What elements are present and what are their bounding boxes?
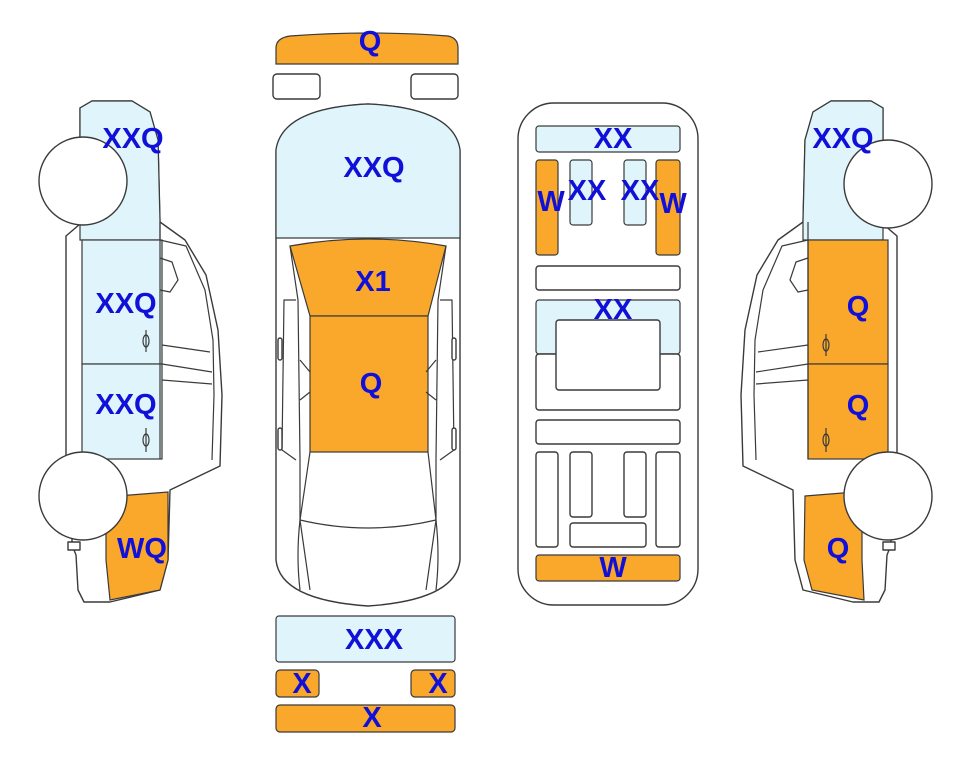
underbody-left-inner-rail-panel[interactable] <box>569 159 593 226</box>
underbody-right-front-rail-label: W <box>659 188 687 220</box>
top-rear-bumper-cover-panel[interactable] <box>275 615 456 663</box>
underbody-right-inner-rail-label: XX <box>621 175 660 207</box>
top-roof-label: Q <box>360 368 383 400</box>
right-rear-wheel <box>843 451 933 541</box>
top-right-side-window <box>425 245 455 591</box>
top-right-rear-handle <box>451 427 457 451</box>
left-side-view: XXQ XXQ XXQ WQ <box>38 100 223 603</box>
right-front-door-panel[interactable] <box>807 239 889 365</box>
underbody-rear-panel-label: W <box>599 552 627 584</box>
right-door-frame <box>753 222 809 461</box>
right-side-view: XXQ Q Q Q <box>740 100 933 603</box>
left-rear-door-label: XXQ <box>95 389 156 421</box>
top-left-side-window <box>281 245 311 591</box>
left-front-door-handle-icon <box>142 330 150 352</box>
underbody-spare-well <box>569 522 647 548</box>
left-front-door-label: XXQ <box>95 288 156 320</box>
top-hood-panel[interactable] <box>275 103 461 239</box>
left-door-frame <box>159 222 215 461</box>
underbody-view: XX W XX XX W XX W <box>517 102 699 606</box>
right-rear-door-handle-icon <box>822 428 830 452</box>
underbody-right-inner-rail-panel[interactable] <box>623 159 647 226</box>
top-view: Q XXQ X1 Q XXX X X X <box>272 26 461 734</box>
right-rear-lamp <box>882 541 896 551</box>
top-rear-left-lamp-label: X <box>292 668 312 700</box>
top-trunk <box>297 519 439 591</box>
left-rear-wheel <box>38 451 128 541</box>
right-mirror <box>789 257 809 293</box>
right-front-door-label: Q <box>847 291 870 323</box>
right-rear-quarter-label: Q <box>827 533 850 565</box>
top-left-headlamp <box>272 73 321 100</box>
right-rear-door-label: Q <box>847 390 870 422</box>
top-left-rear-handle <box>277 427 283 451</box>
top-rear-bumper-label: X <box>362 702 382 734</box>
top-right-headlamp <box>410 73 459 100</box>
left-front-fender-label: XXQ <box>102 123 163 155</box>
underbody-left-rear-rail <box>535 451 559 548</box>
left-front-wheel <box>38 136 128 226</box>
top-windshield-label: X1 <box>355 266 390 298</box>
left-rear-door-handle-icon <box>142 428 150 452</box>
left-rear-quarter-label: WQ <box>117 533 167 565</box>
top-right-mirror <box>451 337 457 361</box>
right-front-wheel <box>843 139 933 229</box>
top-front-bumper-panel[interactable] <box>275 32 459 65</box>
underbody-left-rear-inner <box>569 451 593 518</box>
top-hood-label: XXQ <box>343 152 404 184</box>
top-rear-bumper-cover-label: XXX <box>345 624 404 656</box>
underbody-right-front-rail-panel[interactable] <box>655 159 681 256</box>
underbody-front-crossmember-label: XX <box>594 123 633 155</box>
right-front-door-handle-icon <box>822 334 830 356</box>
underbody-firewall <box>535 265 681 291</box>
left-mirror <box>159 257 179 293</box>
underbody-rear-panel[interactable] <box>535 554 681 582</box>
top-rear-left-lamp-panel[interactable] <box>275 669 320 698</box>
underbody-center-floor-label: XX <box>594 294 633 326</box>
top-rear-bumper-panel[interactable] <box>275 704 456 733</box>
left-rear-lamp <box>67 541 81 551</box>
right-rear-door-panel[interactable] <box>807 363 889 460</box>
underbody-rear-crossmember <box>535 419 681 445</box>
underbody-left-front-rail-label: W <box>537 186 565 218</box>
top-left-mirror <box>277 337 283 361</box>
underbody-right-rear-rail <box>655 451 681 548</box>
underbody-tunnel <box>555 319 661 391</box>
top-rear-window <box>299 451 437 529</box>
underbody-left-front-rail-panel[interactable] <box>535 159 559 256</box>
top-rear-right-lamp-panel[interactable] <box>410 669 456 698</box>
top-rear-right-lamp-label: X <box>428 668 448 700</box>
underbody-front-crossmember-panel[interactable] <box>535 125 681 153</box>
right-front-fender-label: XXQ <box>812 123 873 155</box>
underbody-left-inner-rail-label: XX <box>568 175 607 207</box>
underbody-right-rear-inner <box>623 451 647 518</box>
top-roof-panel[interactable] <box>309 315 429 453</box>
top-front-bumper-label: Q <box>359 26 382 58</box>
